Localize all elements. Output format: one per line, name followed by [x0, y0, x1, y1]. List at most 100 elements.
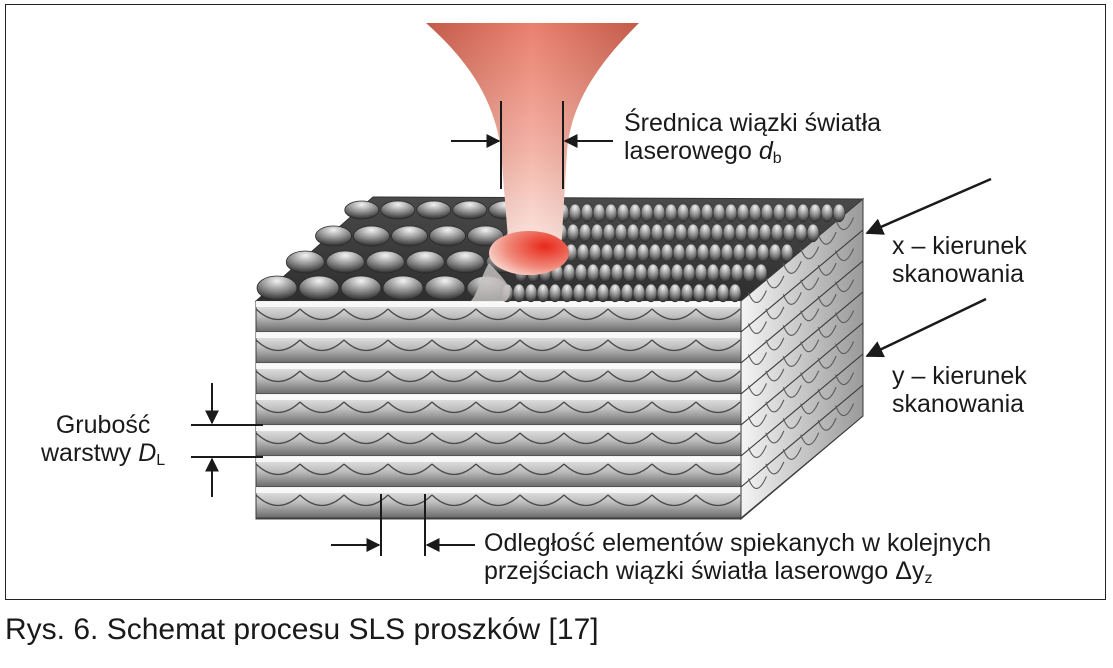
y-direction-label: y – kierunek skanowania	[892, 362, 1027, 418]
side-bead-arc	[835, 341, 855, 355]
side-bead-arc	[782, 292, 802, 305]
side-bead-arc	[800, 277, 820, 291]
layer-bead-arc	[431, 494, 477, 507]
top-fine-bead	[742, 263, 756, 283]
layer-bead-arc	[475, 339, 521, 352]
layer-bead-arc	[695, 401, 741, 414]
top-fine-bead	[784, 203, 798, 223]
top-fine-bead	[718, 263, 732, 283]
layer-thickness-symbol: D	[138, 439, 157, 467]
top-fine-bead	[686, 223, 700, 243]
top-fine-bead	[682, 263, 696, 283]
side-bead-arc	[747, 321, 767, 334]
layer-bead-arc	[651, 401, 697, 414]
top-fine-bead	[600, 243, 614, 263]
laser-spot	[489, 231, 569, 275]
top-fine-bead	[832, 203, 846, 223]
layer-bead-arc	[519, 432, 565, 445]
layer-bead-arc	[255, 463, 301, 476]
layer-bead-arc	[695, 370, 741, 383]
top-fine-bead	[736, 203, 750, 223]
top-fine-bead	[598, 263, 612, 283]
top-fine-bead	[566, 223, 580, 243]
beam-diameter-subscript: b	[772, 150, 782, 167]
side-bead-arc	[747, 352, 767, 365]
side-bead-arc	[782, 354, 802, 367]
top-fine-bead	[638, 223, 652, 243]
hatch-spacing-line1: Odległość elementów spiekanych w kolejny…	[484, 529, 992, 557]
top-fine-bead	[512, 283, 526, 303]
layer-bead-arc	[695, 463, 741, 476]
top-fine-bead	[746, 223, 760, 243]
top-fine-bead	[712, 203, 726, 223]
layer-bead-arc	[519, 463, 565, 476]
top-fine-bead	[634, 263, 648, 283]
top-bead	[416, 200, 452, 220]
layer-bead-arc	[255, 494, 301, 507]
figure-frame: Średnica wiązki światła laserowego db x …	[5, 4, 1106, 600]
layer-highlight	[256, 394, 741, 400]
figure-caption: Rys. 6. Schemat procesu SLS proszków [17…	[5, 613, 599, 646]
top-bead	[452, 200, 488, 220]
top-fine-bead	[662, 223, 676, 243]
top-fine-bead	[680, 283, 694, 303]
x-direction-line2: skanowania	[892, 260, 1025, 288]
side-bead-arc	[817, 417, 837, 431]
side-bead-arc	[765, 306, 785, 320]
hatch-spacing-prefix: przejściach wiązki światła laserowgo Δy	[484, 557, 925, 585]
side-bead-arc	[800, 339, 820, 353]
top-fine-bead	[608, 283, 622, 303]
layer-bead-arc	[255, 401, 301, 414]
top-fine-bead	[732, 243, 746, 263]
layer-bead-arc	[651, 308, 697, 321]
y-direction-line2: skanowania	[892, 390, 1025, 418]
top-fine-bead	[734, 223, 748, 243]
top-fine-bead	[610, 263, 624, 283]
top-fine-bead	[710, 223, 724, 243]
side-bead-arc	[800, 432, 820, 446]
side-bead-arc	[817, 231, 837, 245]
layer-bead-arc	[299, 339, 345, 352]
top-fine-bead	[624, 243, 638, 263]
layer-bead-arc	[387, 339, 433, 352]
top-bead	[285, 250, 325, 274]
layer-bead-arc	[519, 401, 565, 414]
layer-bead-arc	[255, 308, 301, 321]
layer-bead-arc	[299, 463, 345, 476]
layer-bead-arc	[607, 494, 653, 507]
side-bead-arc	[782, 385, 802, 398]
side-layer-strip	[740, 383, 864, 520]
hatch-spacing-line2: przejściach wiązki światła laserowgo Δyz	[484, 557, 991, 593]
top-fine-bead	[548, 283, 562, 303]
side-bead-arc	[747, 290, 767, 303]
top-fine-bead	[756, 243, 770, 263]
top-fine-bead	[720, 243, 734, 263]
layer-bead-arc	[519, 370, 565, 383]
top-fine-bead	[700, 203, 714, 223]
hatch-spacing-dimension	[331, 494, 475, 556]
top-fine-bead	[796, 203, 810, 223]
top-bead	[315, 225, 352, 247]
beam-diameter-dimension	[451, 101, 613, 189]
top-fine-bead	[636, 243, 650, 263]
y-direction-line1: y – kierunek	[892, 362, 1027, 390]
side-bead-arc	[817, 386, 837, 400]
layer-highlight	[256, 425, 741, 431]
top-fine-bead	[772, 203, 786, 223]
top-fine-bead	[806, 223, 820, 243]
top-fine-bead	[578, 223, 592, 243]
top-fine-bead	[652, 203, 666, 223]
side-bead-arc	[747, 445, 767, 458]
top-fine-bead	[696, 243, 710, 263]
top-fine-bead	[782, 223, 796, 243]
side-bead-arc	[782, 261, 802, 274]
top-fine-bead	[748, 203, 762, 223]
beam-diameter-line2: laserowego db	[624, 137, 881, 173]
top-bead	[298, 275, 340, 301]
layer-bead-arc	[343, 308, 389, 321]
layer-thickness-subscript: L	[156, 452, 166, 469]
side-bead-arc	[800, 401, 820, 415]
layer-bead-arc	[475, 370, 521, 383]
top-fine-bead	[722, 223, 736, 243]
top-fine-bead	[668, 283, 682, 303]
